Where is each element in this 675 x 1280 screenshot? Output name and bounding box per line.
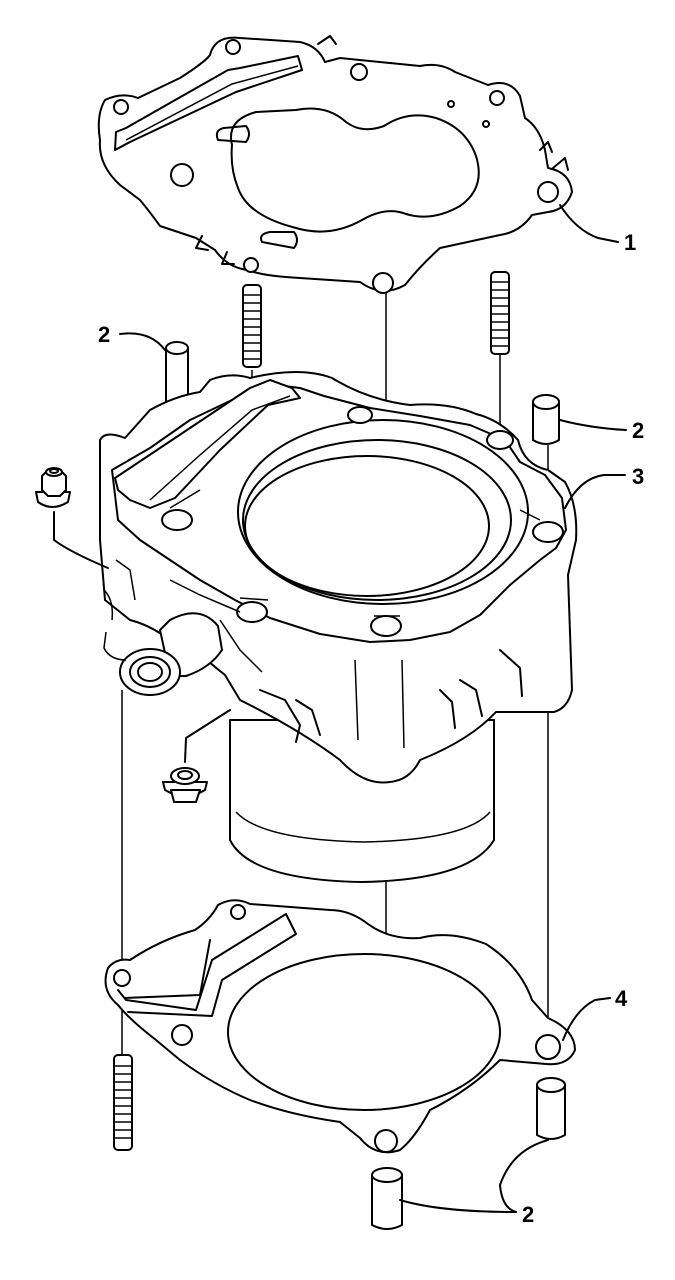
callout-2a-leader	[119, 332, 166, 351]
callout-4-leader	[562, 997, 611, 1041]
dowel-pin-upper-right	[532, 394, 560, 445]
callout-1-leader	[559, 204, 619, 243]
callout-2c-label: 2	[522, 1202, 534, 1227]
flange-nut-upper-leader	[53, 511, 109, 569]
callout-1-label: 1	[624, 230, 636, 255]
callout-2c-leader	[499, 1139, 549, 1213]
stud-upper-left	[242, 284, 262, 368]
head-gasket	[97, 35, 573, 294]
cylinder-block	[99, 371, 578, 883]
flange-nut-upper	[35, 467, 71, 508]
flange-nut-lower	[162, 767, 208, 803]
callout-2b-label: 2	[632, 418, 644, 443]
callout-4-label: 4	[615, 986, 628, 1011]
flange-nut-lower-leader	[184, 709, 231, 763]
stud-lower-left	[113, 1054, 133, 1151]
callout-2b-leader	[559, 419, 627, 431]
dowel-pin-lower-center	[371, 1167, 403, 1230]
callout-3-label: 3	[632, 464, 644, 489]
callout-2c-leader-b	[399, 1199, 517, 1213]
base-gasket	[104, 899, 576, 1154]
callout-3-leader	[564, 474, 626, 509]
dowel-pin-lower-right	[536, 1077, 566, 1140]
callout-2a-label: 2	[98, 322, 110, 347]
stud-upper-right	[490, 271, 510, 355]
